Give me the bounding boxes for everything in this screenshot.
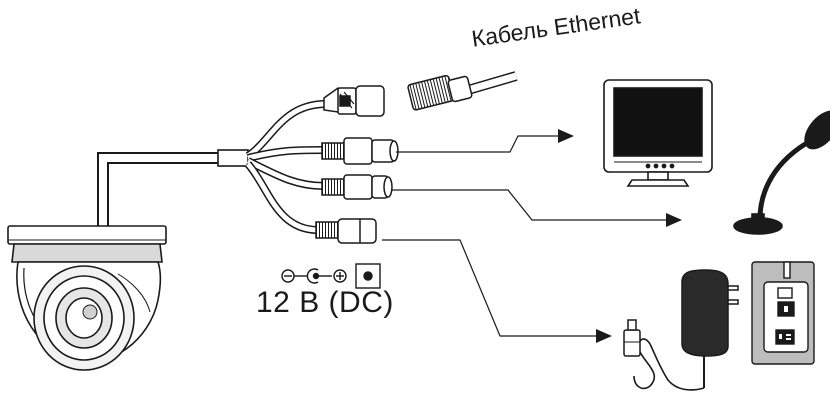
wall-outlet [751,261,815,365]
microphone-icon [733,110,830,235]
pigtail-cables [217,100,327,234]
arrowheads [558,129,682,343]
arrow-to-power [596,329,612,343]
signal-lines [382,135,668,337]
monitor-icon [603,79,713,187]
arrow-to-microphone [666,213,682,227]
audio-connector [321,174,393,200]
video-bnc-connector [321,137,399,165]
ethernet-cable-plug [407,71,518,111]
arrow-to-monitor [558,129,574,143]
polarity-symbol [281,263,381,289]
dc-power-connector [315,218,377,244]
rj45-connector [323,85,385,117]
dome-camera [7,152,232,371]
power-adapter [623,269,739,391]
power-spec-label: 12 В (DC) [256,286,394,319]
